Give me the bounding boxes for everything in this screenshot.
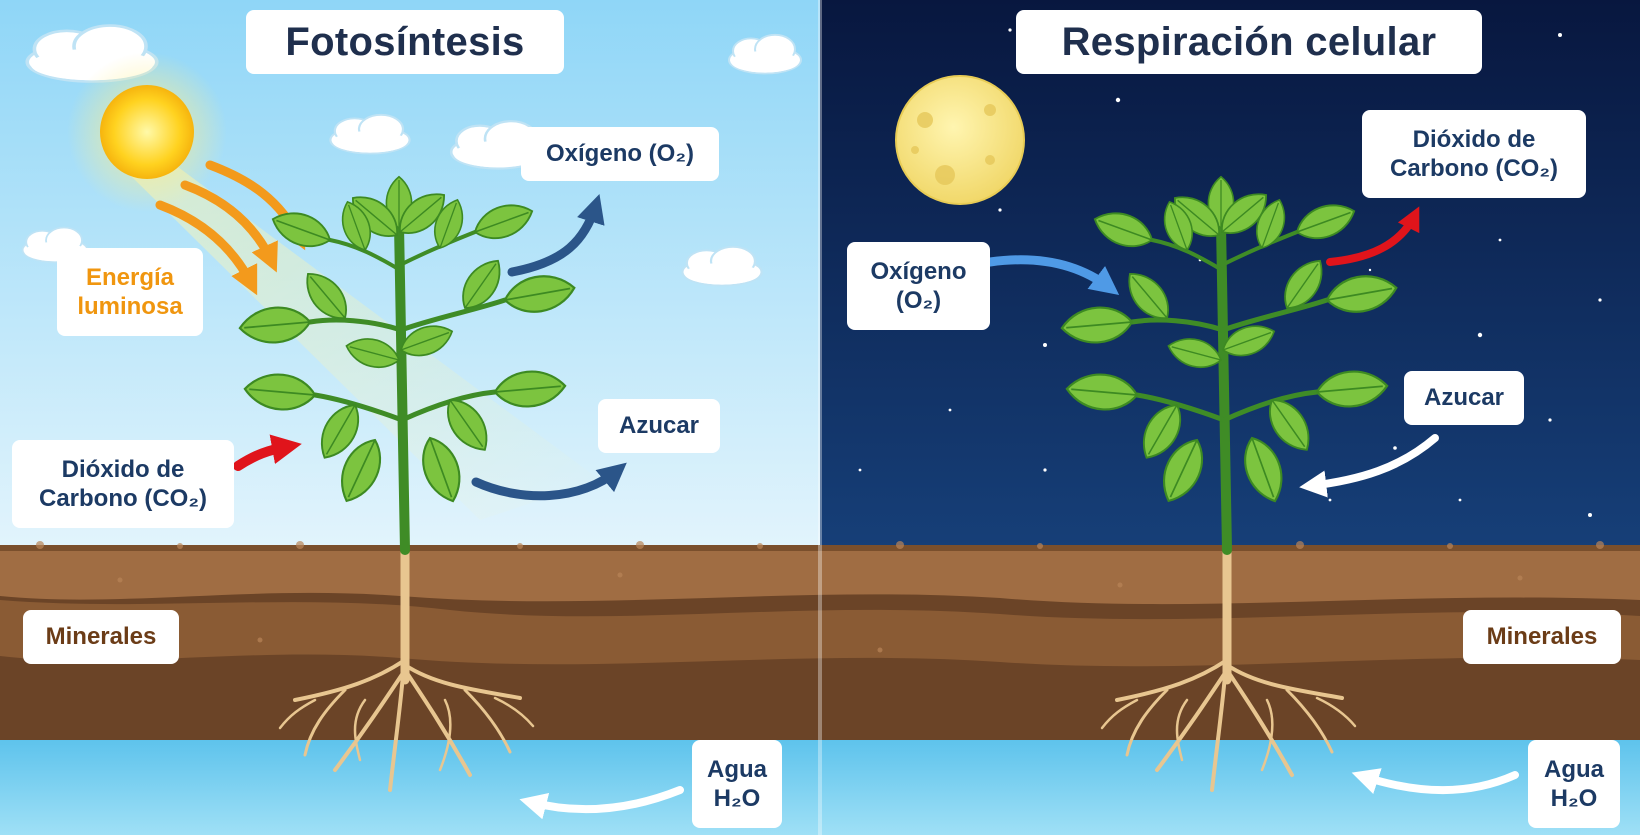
oxygen-out-label: Oxígeno (O₂) <box>521 127 719 181</box>
panel-divider <box>818 0 822 835</box>
respiration-title: Respiración celular <box>1016 10 1482 74</box>
light-energy-label: Energía luminosa <box>57 248 203 336</box>
oxygen-out-arrow <box>507 194 605 277</box>
photosynthesis-title: Fotosíntesis <box>246 10 564 74</box>
sugar-out-arrow <box>471 462 627 501</box>
co2-out-arrow <box>1326 206 1420 266</box>
water-label-night: Agua H₂O <box>1528 740 1620 828</box>
moon-icon <box>895 75 1025 205</box>
oxygen-in-arrow <box>985 255 1120 296</box>
co2-out-label: Dióxido de Carbono (CO₂) <box>1362 110 1586 198</box>
sugar-out-label: Azucar <box>598 399 720 453</box>
sugar-in-arrow <box>1299 434 1439 498</box>
night-stars <box>858 28 1602 517</box>
co2-in-label: Dióxido de Carbono (CO₂) <box>12 440 234 528</box>
water-in-arrow <box>519 786 684 820</box>
sugar-in-label: Azucar <box>1404 371 1524 425</box>
oxygen-in-label: Oxígeno (O₂) <box>847 242 990 330</box>
night-arrows <box>985 206 1519 795</box>
water-label-day: Agua H₂O <box>692 740 782 828</box>
sun-icon <box>100 85 194 179</box>
water-in-arrow-night <box>1351 768 1519 795</box>
minerals-label-day: Minerales <box>23 610 179 664</box>
co2-in-arrow <box>233 434 302 471</box>
moon-craters <box>911 104 996 185</box>
minerals-label-night: Minerales <box>1463 610 1621 664</box>
day-arrows <box>233 194 684 820</box>
